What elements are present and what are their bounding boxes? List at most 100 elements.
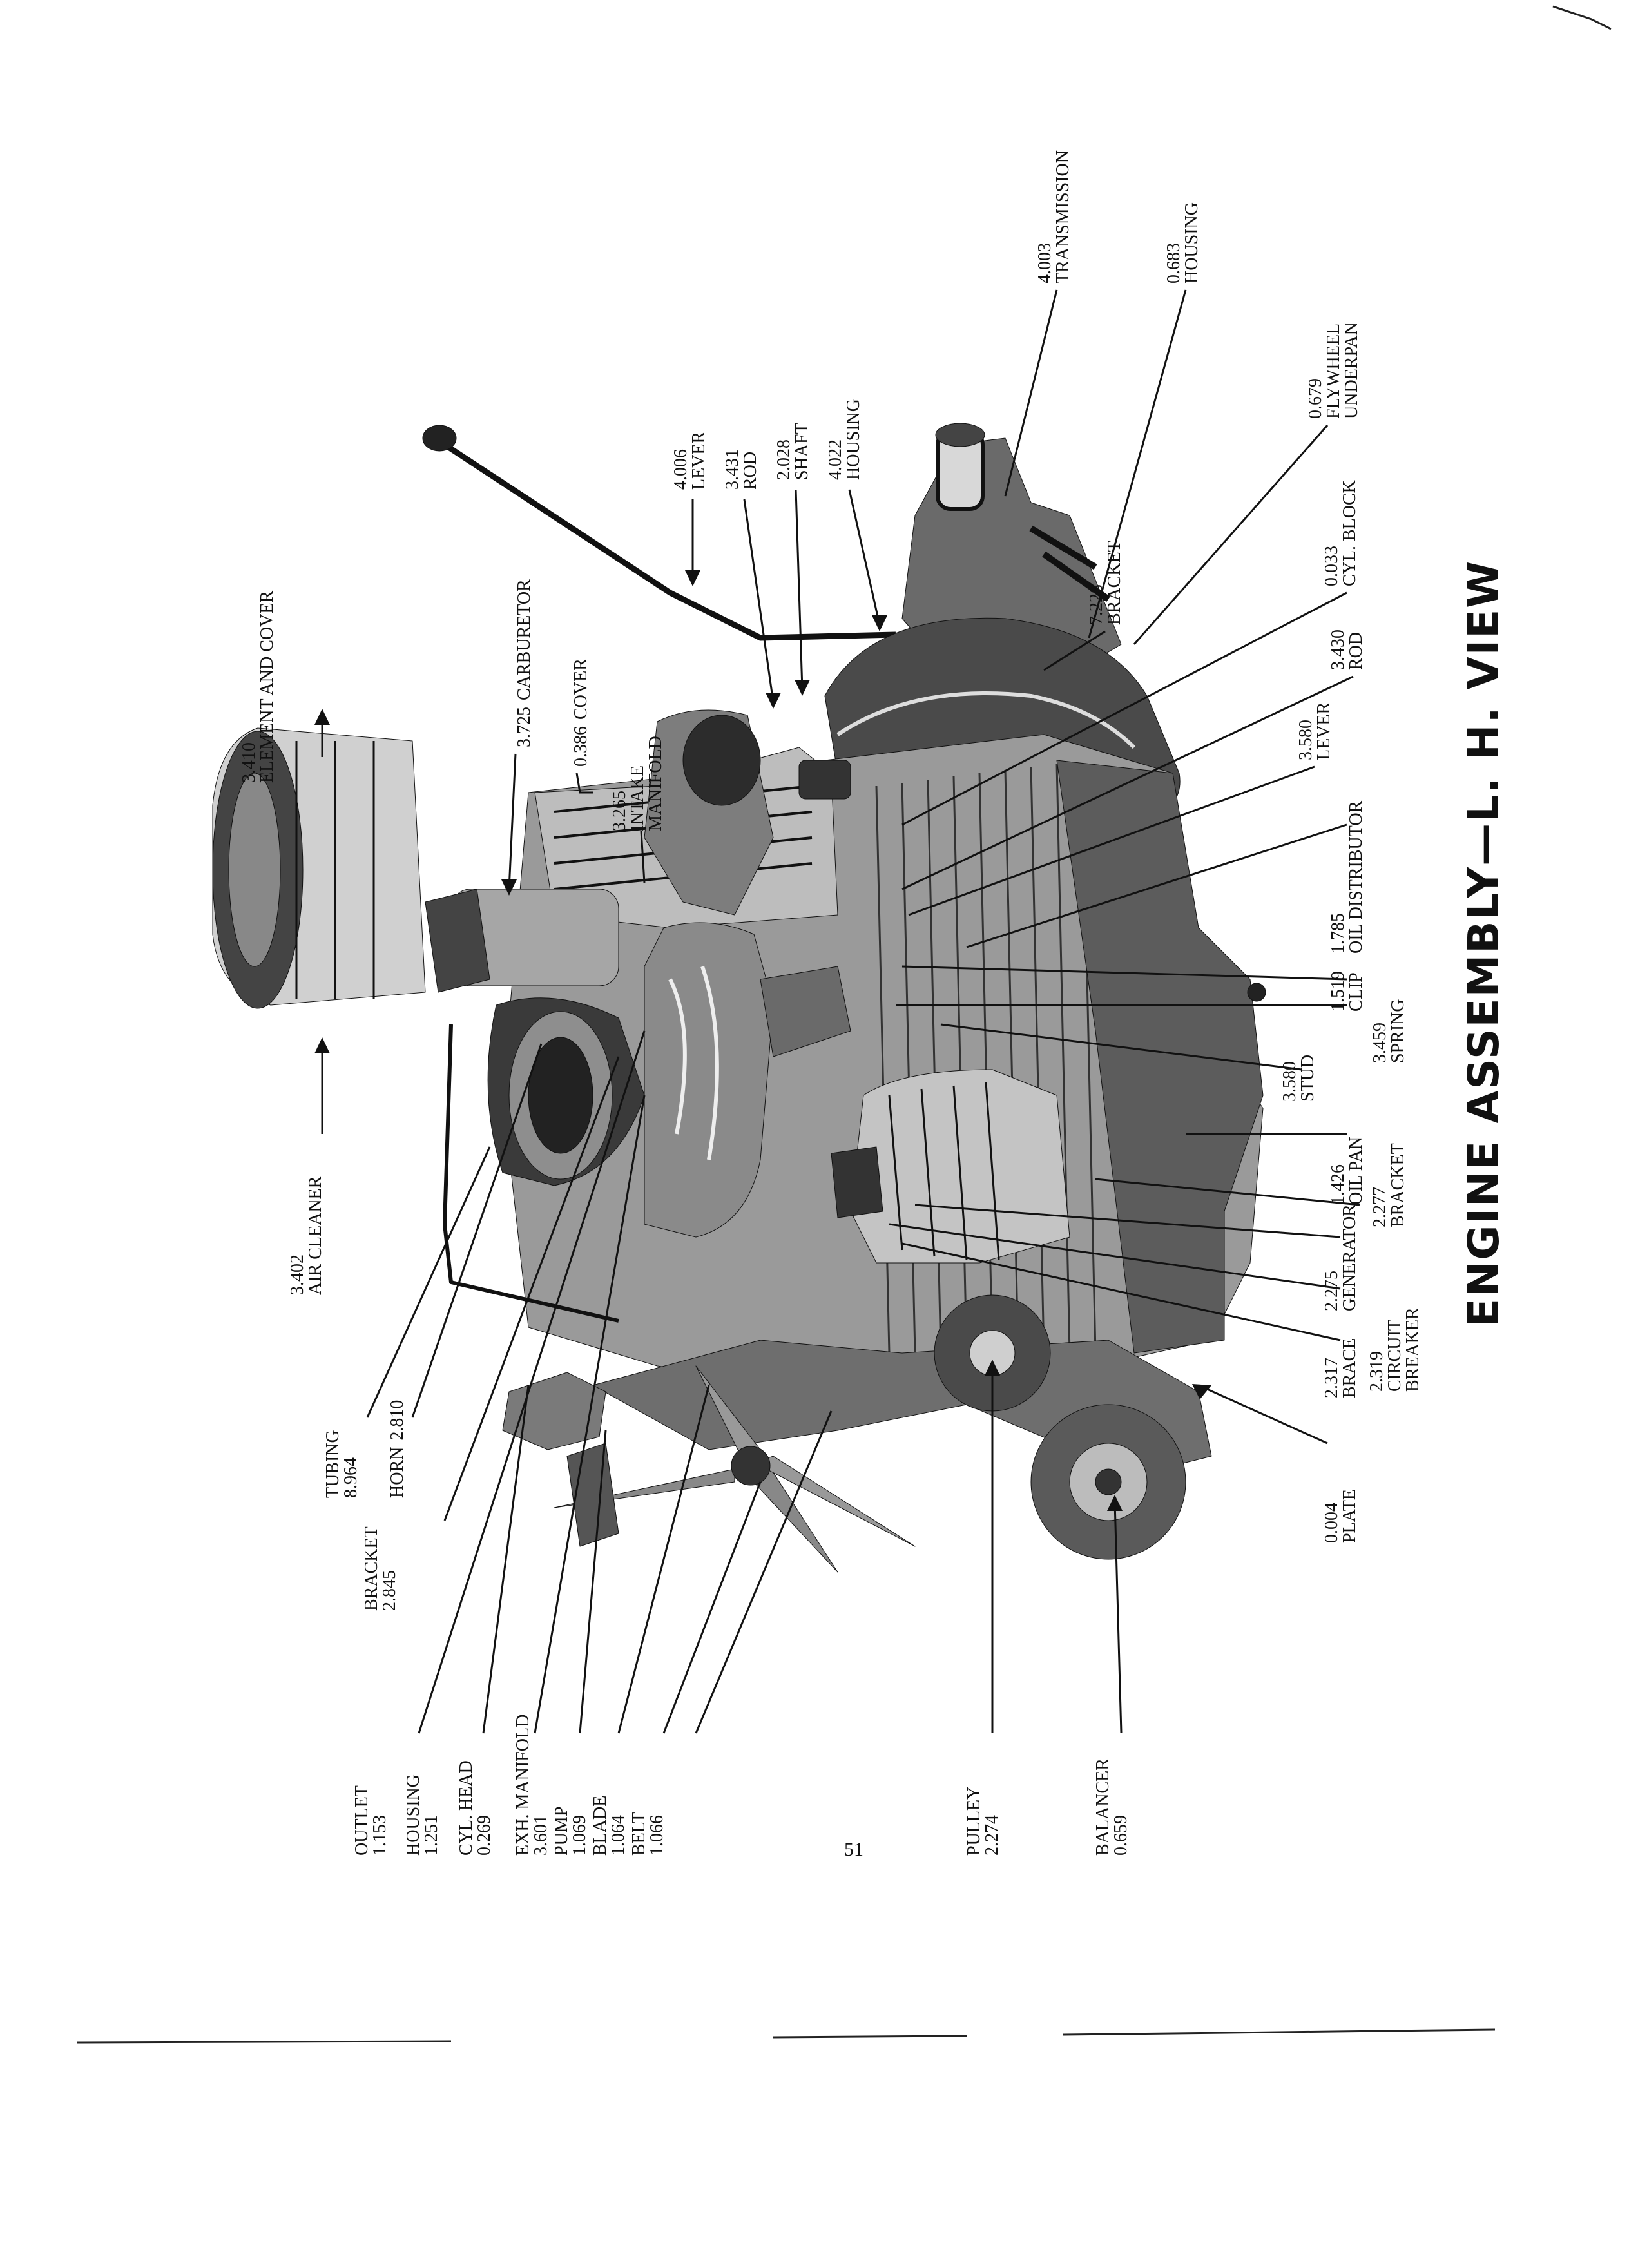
callout-num: 3.431 — [722, 449, 742, 490]
callout-name: ROD — [1346, 632, 1366, 670]
engine-illustration — [212, 423, 1266, 1573]
callout-name: COVER — [571, 658, 591, 720]
callout-name: HOUSING — [1182, 202, 1202, 284]
callout-num: 1.519 — [1328, 971, 1348, 1012]
callout-num: 0.386 — [571, 726, 591, 767]
callout-num: 0.269 — [474, 1815, 494, 1856]
callout-num: 3.410 — [239, 742, 259, 783]
callout-num: 3.265 — [610, 791, 630, 831]
water-outlet-drawing — [502, 1372, 619, 1547]
callout-num: 3.430 — [1328, 629, 1348, 670]
callout-name: CYL. HEAD — [456, 1760, 476, 1856]
callout-num: 3.459 — [1370, 1023, 1390, 1063]
callout-num: 1.251 — [421, 1815, 441, 1856]
callout-num: 4.003 — [1035, 243, 1055, 284]
callout-name: OUTLET — [352, 1785, 372, 1856]
callout-name: FLYWHEEL — [1324, 323, 1344, 419]
callout-num: 2.275 — [1322, 1271, 1342, 1311]
corner-mark — [1552, 5, 1612, 30]
callout-name: BRACKET — [1104, 541, 1124, 625]
callout-num: 3.580 — [1296, 720, 1316, 760]
intake-manifold-drawing — [644, 709, 851, 916]
callout-num: 2.810 — [387, 1400, 407, 1441]
callout-num: 1.069 — [570, 1815, 590, 1856]
callout-num: 0.004 — [1322, 1503, 1342, 1543]
callout-name: PULLEY — [964, 1787, 984, 1856]
callout-name: CARBURETOR — [514, 579, 534, 700]
callout-label: 3.725CARBURETOR — [514, 579, 534, 747]
callout-num: 2.277 — [1370, 1187, 1390, 1227]
callout-name2: BREAKER — [1403, 1307, 1423, 1392]
callout-name: HOUSING — [843, 399, 863, 480]
callout-num: 0.683 — [1164, 243, 1184, 284]
callout-name: BLADE — [590, 1796, 610, 1856]
oil-pan-drawing — [1056, 760, 1266, 1354]
callout-cover: 0.386 COVER — [571, 658, 591, 767]
dipstick-tube — [422, 425, 896, 641]
callout-num: 3.601 — [531, 1815, 551, 1856]
callout-name: ROD — [740, 452, 760, 490]
callout-name: PLATE — [1340, 1489, 1360, 1543]
callout-num: 1.785 — [1328, 913, 1348, 954]
callout-name: OIL PAN — [1346, 1137, 1366, 1205]
callout-num: 0.659 — [1111, 1815, 1131, 1856]
callout-num: 0.679 — [1306, 378, 1325, 419]
callout-name: HOUSING — [403, 1774, 423, 1856]
exhaust-manifold-drawing — [644, 922, 851, 1238]
callout-name: CIRCUIT — [1385, 1320, 1405, 1392]
callout-num: 2.845 — [380, 1570, 400, 1611]
callout-name: CYL. BLOCK — [1340, 480, 1360, 586]
callout-name: GENERATOR — [1340, 1204, 1360, 1311]
callout-name2: MANIFOLD — [646, 736, 666, 831]
callout-name: INTAKE — [628, 765, 648, 831]
air-cleaner-drawing — [212, 727, 426, 1009]
callout-num: 7.228 — [1086, 584, 1106, 625]
callout-num: 1.426 — [1328, 1164, 1348, 1205]
arrowheads — [314, 570, 1211, 1511]
fuel-tubing-drawing — [443, 1024, 619, 1323]
callout-carburetor: 3.725CARBURETOR — [514, 579, 534, 747]
callout-num: 2.317 — [1322, 1358, 1342, 1398]
callout-name: PUMP — [552, 1807, 572, 1856]
callout-num: 3.402 — [287, 1254, 307, 1295]
callout-name: TRANSMISSION — [1053, 150, 1073, 284]
callout-num: 1.153 — [370, 1815, 390, 1856]
fan-and-pulleys-drawing — [554, 1294, 1212, 1573]
callout-name: LEVER — [689, 431, 709, 490]
callout-name: BRACKET — [1388, 1143, 1408, 1227]
callout-num: 8.964 — [341, 1457, 361, 1498]
callout-num: 3.580 — [1280, 1061, 1300, 1102]
callout-num: 2.028 — [774, 439, 794, 480]
callout-name: AIR CLEANER — [305, 1176, 325, 1295]
callout-name: BELT — [629, 1812, 649, 1856]
callout-name: HORN — [387, 1447, 407, 1498]
page-title: ENGINE ASSEMBLY—L. H. VIEW — [1459, 560, 1509, 1327]
callout-name: SPRING — [1388, 999, 1408, 1063]
